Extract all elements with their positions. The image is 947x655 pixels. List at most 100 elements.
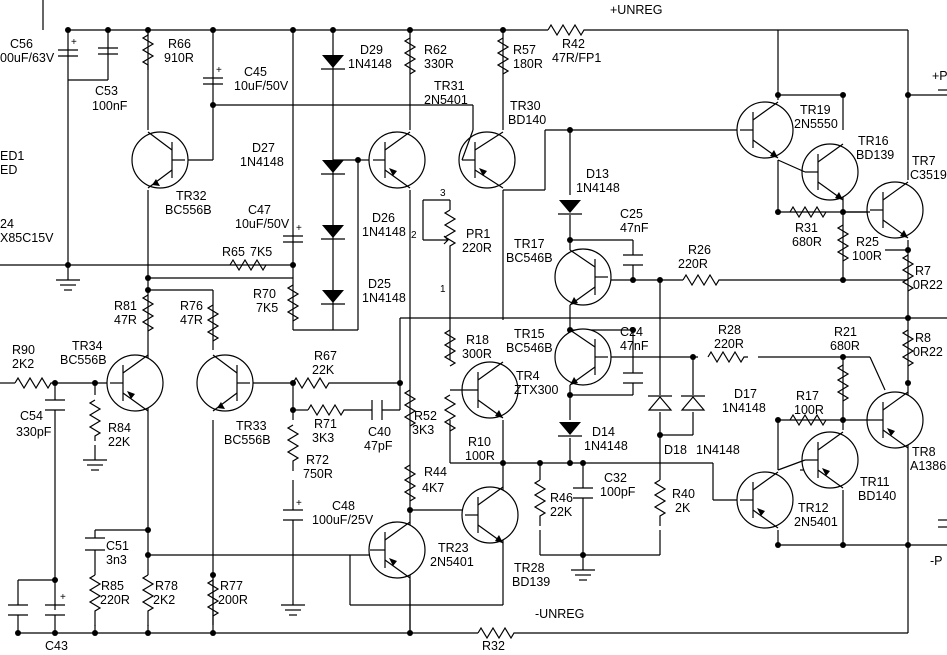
resistor-r28 xyxy=(707,350,748,364)
ground-symbol-c48 xyxy=(281,604,305,616)
r25-ref: R25 xyxy=(856,235,879,249)
d18-value: 1N4148 xyxy=(696,443,740,457)
c53-ref: C53 xyxy=(95,84,118,98)
tr33-value: BC556B xyxy=(224,433,271,447)
resistor-r76 xyxy=(206,304,220,342)
resistor-r85 xyxy=(88,574,102,626)
r31-value: 680R xyxy=(792,235,822,249)
d13-value: 1N4148 xyxy=(576,181,620,195)
diodes xyxy=(321,55,706,437)
tr17-ref: TR17 xyxy=(514,237,545,251)
diode-d13 xyxy=(558,200,582,215)
d27-ref: D27 xyxy=(252,141,275,155)
r21-ref: R17 xyxy=(796,389,819,403)
tr11-ref: TR11 xyxy=(860,475,890,489)
r76-ref: R76 xyxy=(180,299,203,313)
resistor-r62 xyxy=(403,37,417,75)
c48-value: 100uF/25V xyxy=(312,513,374,527)
transistor-tr30 xyxy=(458,129,516,189)
transistor-tr12 xyxy=(736,471,794,529)
r28-ref: R28 xyxy=(718,323,741,337)
r10-value: 100R xyxy=(465,449,495,463)
tr28-value: BD139 xyxy=(512,575,550,589)
r77-value: 200R xyxy=(218,593,248,607)
r67-ref: R67 xyxy=(314,349,337,363)
resistor-r57 xyxy=(496,37,510,75)
capacitor-c32 xyxy=(573,487,593,499)
r26-ref: R26 xyxy=(688,243,711,257)
r17-ref: R21 xyxy=(834,325,857,339)
r90-ref: R90 xyxy=(12,343,35,357)
r32-ref: R32 xyxy=(482,639,505,653)
r66-value: 910R xyxy=(164,51,194,65)
tr15-ref: TR15 xyxy=(514,327,545,341)
tr30-value: BD140 xyxy=(508,113,546,127)
r17-value: 680R xyxy=(830,339,860,353)
capacitors: + + + + + xyxy=(8,37,643,616)
tr19-value: 2N5550 xyxy=(794,117,838,131)
rail-pos-out-label: +P xyxy=(932,69,947,83)
d26-ref: D26 xyxy=(372,211,395,225)
r70-value: 7K5 xyxy=(256,301,278,315)
r81-value: 47R xyxy=(114,313,137,327)
tr8-value: A1386 xyxy=(910,459,946,473)
c25-ref: C25 xyxy=(620,207,643,221)
c56-ref: C56 xyxy=(10,37,33,51)
resistor-r40 xyxy=(653,479,667,526)
resistor-r46 xyxy=(533,479,547,526)
r8-value: 0R22 xyxy=(913,345,943,359)
tr8-ref: TR8 xyxy=(912,445,936,459)
r7-ref: R7 xyxy=(915,264,931,278)
r21-value: 100R xyxy=(794,403,824,417)
resistor-r26 xyxy=(682,273,723,287)
tr33-ref: TR33 xyxy=(236,419,267,433)
r18-ref: R18 xyxy=(466,333,489,347)
resistor-r18 xyxy=(443,329,457,367)
resistor-r21 xyxy=(789,413,827,427)
pot-pin-2: 2 xyxy=(411,230,417,241)
tr12-value: 2N5401 xyxy=(794,515,838,529)
r26-value: 220R xyxy=(678,257,708,271)
d26-value: 1N4148 xyxy=(362,225,406,239)
r46-value: 22K xyxy=(550,505,573,519)
transistor-tr31 xyxy=(368,131,426,189)
r90-value: 2K2 xyxy=(12,357,34,371)
capacitor-c43 xyxy=(8,604,28,616)
svg-text:+: + xyxy=(296,223,302,234)
resistor-r71 xyxy=(307,403,348,417)
r78-ref: R78 xyxy=(155,579,178,593)
transistor-tr33 xyxy=(196,354,254,412)
r71-ref: R71 xyxy=(314,417,337,431)
d13-ref: D13 xyxy=(586,167,609,181)
c45-ref: C45 xyxy=(244,65,267,79)
rail-pos-unreg-label: +UNREG xyxy=(610,3,662,17)
tr4-ref: TR4 xyxy=(516,369,540,383)
capacitor-c56: + xyxy=(58,37,78,57)
resistor-r52 xyxy=(403,389,417,427)
ground-symbol-left xyxy=(56,265,80,291)
labels: +UNREG -UNREG +P -P C56 00uF/63V ED1 ED … xyxy=(0,3,947,653)
pot-wiper-arrow xyxy=(440,235,449,245)
r40-value: 2K xyxy=(675,501,691,515)
capacitor-c54 xyxy=(45,399,65,411)
diode-d26 xyxy=(321,225,345,240)
resistors xyxy=(14,23,915,640)
r66-ref: R66 xyxy=(168,37,191,51)
reg-part: X85C15V xyxy=(0,231,54,245)
r57-value: 180R xyxy=(513,57,543,71)
r10-ref: R10 xyxy=(468,435,491,449)
pot-pin-1: 1 xyxy=(440,284,446,295)
r40-ref: R40 xyxy=(672,487,695,501)
capacitor-c51 xyxy=(85,537,105,551)
r28-value: 220R xyxy=(714,337,744,351)
tr32-ref: TR32 xyxy=(176,189,207,203)
r62-ref: R62 xyxy=(424,43,447,57)
tr34-value: BC556B xyxy=(60,353,107,367)
r52-value: 3K3 xyxy=(412,423,434,437)
svg-text:+: + xyxy=(216,65,222,76)
r72-ref: R72 xyxy=(306,453,329,467)
tr31-value: 2N5401 xyxy=(424,93,468,107)
c40-ref: C40 xyxy=(368,425,391,439)
tr15-value: BC546B xyxy=(506,341,553,355)
